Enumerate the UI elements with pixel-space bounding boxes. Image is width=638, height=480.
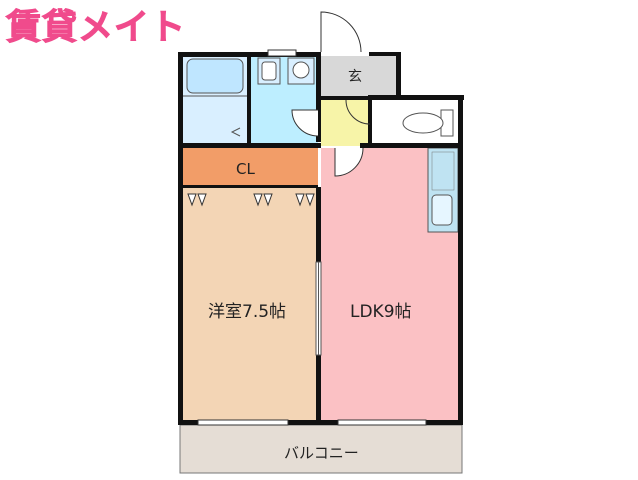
- closet-floor: [180, 148, 318, 187]
- sink-icon: [431, 194, 453, 226]
- bathtub-icon: [186, 58, 244, 94]
- washroom-door: [291, 109, 319, 137]
- balcony-area: [179, 424, 463, 474]
- stove-area: [431, 151, 455, 191]
- hall-floor: [321, 100, 369, 146]
- windows: [197, 49, 427, 426]
- closet-doors: [186, 188, 316, 207]
- brand-logo: 賃貸メイト: [5, 8, 187, 49]
- closet-label: CL: [236, 160, 255, 178]
- ldk-door: [334, 147, 364, 177]
- toilet-bowl-icon: [402, 112, 444, 134]
- entrance-label: 玄: [348, 69, 362, 85]
- western-room-floor: [180, 187, 318, 423]
- western-room-label: 洋室7.5帖: [208, 302, 287, 322]
- walls: [178, 52, 464, 425]
- balcony-label: バルコニー: [284, 444, 359, 462]
- ldk-label: LDK9帖: [350, 302, 412, 322]
- toilet-door: [345, 99, 371, 125]
- entrance-door: [320, 11, 362, 53]
- entrance-floor: [321, 56, 396, 98]
